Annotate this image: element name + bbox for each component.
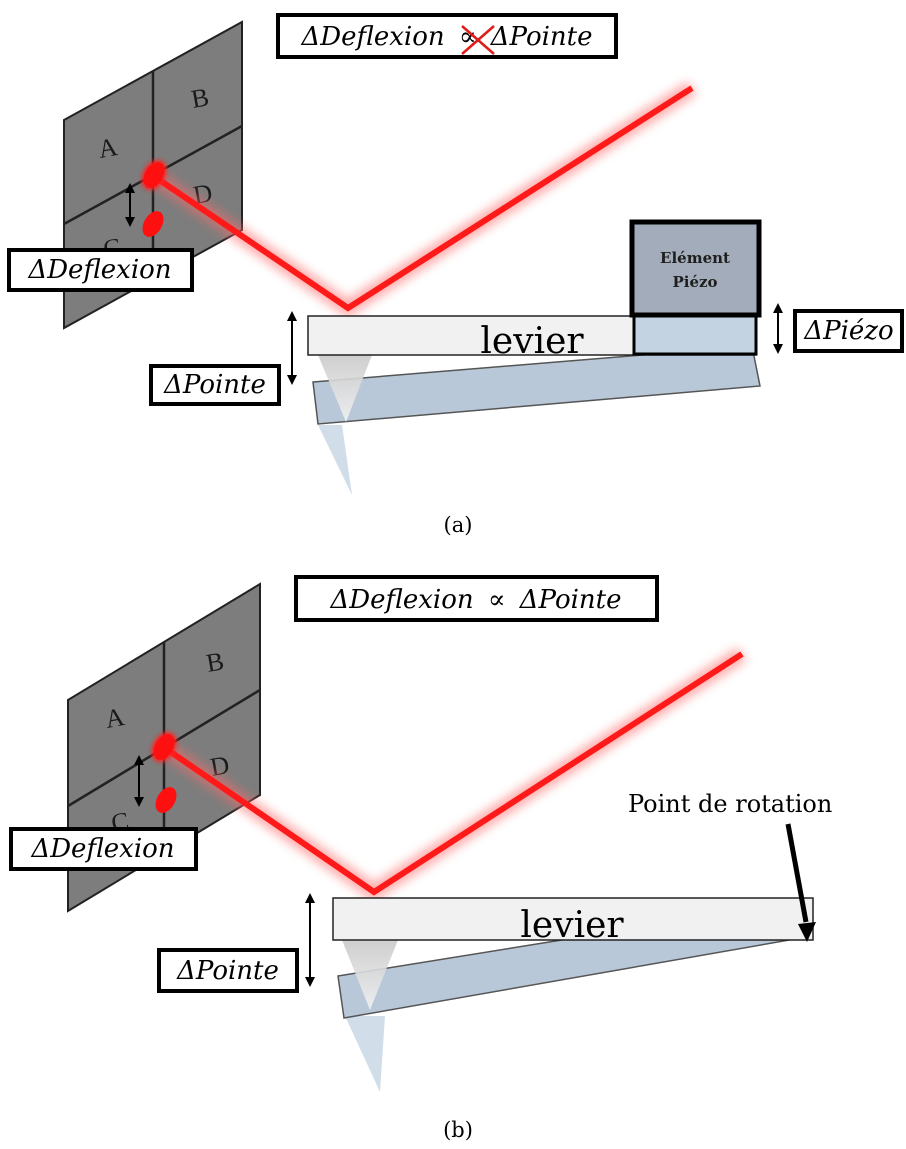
deflexion-label-box-b: ΔDeflexion bbox=[9, 827, 198, 871]
caption-a: (a) bbox=[444, 513, 473, 537]
deflexion-label-b: ΔDeflexion bbox=[30, 834, 174, 864]
pointe-label-box-a: ΔPointe bbox=[149, 364, 281, 406]
pointe-label-b: ΔPointe bbox=[176, 956, 279, 986]
lever-deflected-a bbox=[312, 345, 761, 495]
piezo-element-line1: Elément bbox=[660, 249, 730, 267]
rotation-label-b: Point de rotation bbox=[628, 790, 832, 818]
pointe-label-box-b: ΔPointe bbox=[157, 948, 299, 993]
rotation-arrowhead-b bbox=[798, 922, 816, 942]
piezo-label-box-a: ΔPiézo bbox=[793, 309, 904, 353]
caption-b: (b) bbox=[443, 1118, 473, 1142]
relation-left-b: ΔDeflexion bbox=[329, 585, 473, 615]
deflexion-label-box-a: ΔDeflexion bbox=[7, 248, 194, 292]
quadrant-a-label-b: A bbox=[103, 702, 127, 734]
relation-left-a: ΔDeflexion bbox=[300, 22, 444, 52]
laser-spot-lower-a bbox=[142, 211, 164, 237]
relation-box-b: ΔDeflexion ∝ ΔPointe bbox=[294, 575, 659, 622]
lever-label-a: levier bbox=[480, 321, 584, 362]
panel-a: ΔDeflexion ∝ ΔPointe A B C D bbox=[7, 13, 904, 537]
quadrant-b-label-b: B bbox=[204, 646, 226, 678]
quadrant-a-label: A bbox=[96, 132, 120, 164]
relation-right-b: ΔPointe bbox=[519, 585, 622, 615]
deflexion-label-a: ΔDeflexion bbox=[27, 255, 171, 285]
relation-box-a: ΔDeflexion ∝ ΔPointe bbox=[276, 13, 618, 59]
relation-symbol-b: ∝ bbox=[488, 585, 506, 615]
quadrant-b-label: B bbox=[189, 82, 211, 114]
relation-right-a: ΔPointe bbox=[490, 22, 593, 52]
lever-b: levier bbox=[332, 897, 814, 1010]
lever-label-b: levier bbox=[520, 905, 624, 946]
laser-beam-b bbox=[160, 647, 747, 902]
rotation-arrow-b bbox=[785, 823, 809, 923]
svg-text:ΔDeflexion ∝ Δ: ΔDeflexion ∝ ΔPointe bbox=[329, 585, 621, 615]
piezo-element-line2: Piézo bbox=[672, 273, 717, 291]
svg-text:ΔDeflexion ∝ Δ: ΔDeflexion ∝ ΔPointe bbox=[300, 22, 592, 52]
piezo-label-a: ΔPiézo bbox=[803, 316, 893, 346]
cross-mark-a-2 bbox=[461, 25, 495, 55]
laser-spot-lower-b bbox=[155, 787, 177, 813]
piezo-element-a: Elément Piézo bbox=[629, 219, 762, 356]
pointe-label-a: ΔPointe bbox=[163, 370, 266, 400]
laser-beam-a bbox=[150, 81, 697, 318]
panel-b: ΔDeflexion ∝ ΔPointe A B C D bbox=[9, 575, 832, 1142]
